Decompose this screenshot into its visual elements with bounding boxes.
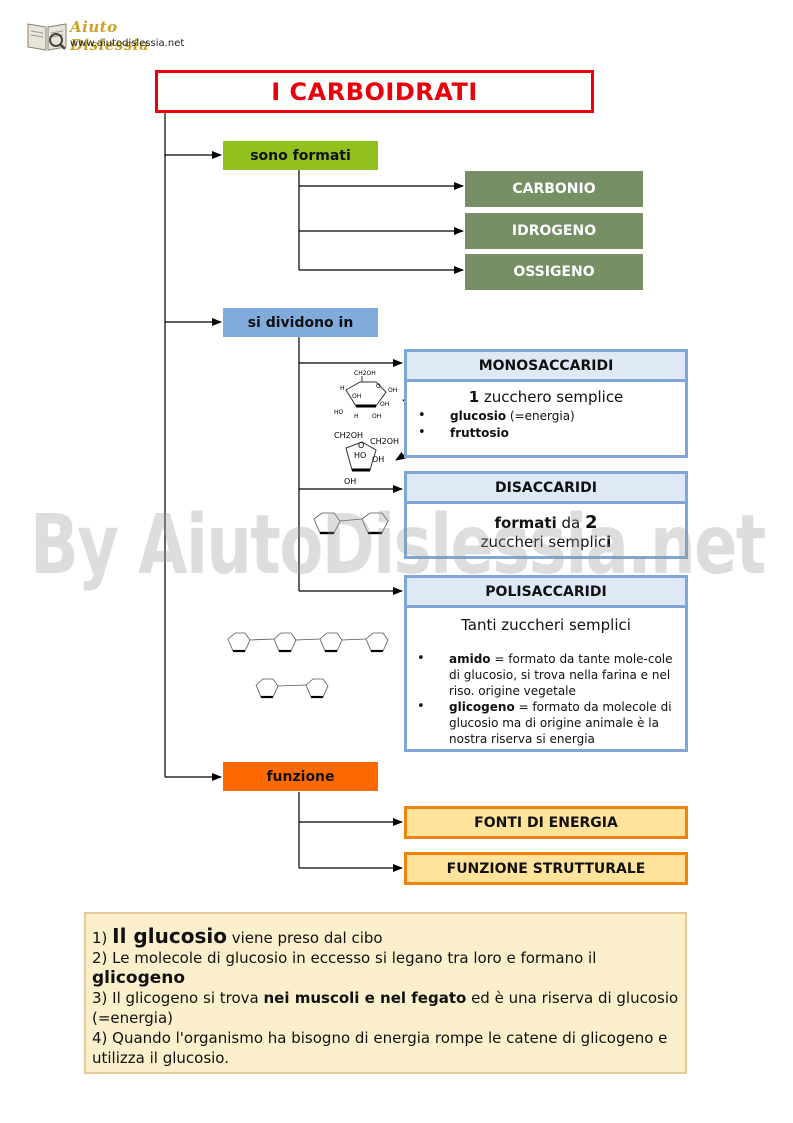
disaccaridi-da: da: [556, 514, 585, 532]
molecule-label-h: H: [340, 385, 345, 392]
element-ossigeno-label: OSSIGENO: [513, 264, 595, 280]
note-2: 2) Le molecole di glucosio in eccesso si…: [92, 948, 679, 988]
disaccaridi-line2-a: zuccheri semplic: [480, 533, 607, 551]
fructose-molecule: CH2OH CH2OH O HO OH OH: [332, 428, 404, 488]
polysaccharide-molecules: [220, 625, 400, 719]
polisaccaridi-title: POLISACCARIDI: [407, 578, 685, 608]
node-si-dividono-in: si dividono in: [223, 308, 378, 337]
list-item: fruttosio: [418, 425, 509, 441]
funzione-strutturale-label: FUNZIONE STRUTTURALE: [446, 860, 646, 877]
logo-url: www.aiutodislessia.net: [70, 38, 185, 49]
disaccaridi-num: 2: [585, 512, 598, 533]
disaccaridi-line2: zuccheri semplici: [407, 533, 685, 551]
molecule-label-ho: HO: [354, 451, 366, 460]
molecule-label-oh: OH: [380, 401, 389, 408]
logo[interactable]: Aiuto Dislessia www.aiutodislessia.net: [26, 16, 186, 54]
polisaccaridi-panel: POLISACCARIDI Tanti zuccheri semplici am…: [404, 575, 688, 752]
node-sono-formati: sono formati: [223, 141, 378, 170]
molecule-label-oh: OH: [372, 455, 384, 464]
polisaccaridi-subtitle: Tanti zuccheri semplici: [461, 616, 631, 634]
note-1-rest: viene preso dal cibo: [226, 929, 383, 947]
monosaccaridi-title: MONOSACCARIDI: [407, 352, 685, 382]
disaccaridi-title: DISACCARIDI: [407, 474, 685, 504]
element-ossigeno: OSSIGENO: [465, 254, 643, 290]
note-4: 4) Quando l'organismo ha bisogno di ener…: [92, 1029, 668, 1067]
monosaccaridi-count: 1: [468, 388, 480, 406]
molecule-label-o: O: [358, 441, 364, 450]
book-icon: [26, 18, 68, 52]
note-3-bold: nei muscoli e nel fegato: [263, 989, 467, 1007]
amido-label: amido: [449, 652, 491, 666]
note-1: 1) Il glucosio viene preso dal cibo: [92, 926, 679, 948]
element-idrogeno-label: IDROGENO: [511, 223, 597, 239]
molecule-label-oh: OH: [352, 393, 361, 400]
molecule-label-ch2oh: CH2OH: [354, 370, 376, 377]
notes-box: 1) Il glucosio viene preso dal cibo 2) L…: [84, 912, 687, 1074]
list-item: glicogeno = formato da molecole di gluco…: [417, 699, 681, 747]
disaccharide-molecule: [304, 503, 400, 551]
molecule-label-ch2oh: CH2OH: [370, 437, 399, 446]
logo-title: Aiuto Dislessia: [70, 18, 150, 54]
disaccaridi-formati: formati: [494, 514, 557, 532]
element-carbonio-label: CARBONIO: [512, 181, 596, 197]
molecule-label-oh: OH: [372, 413, 381, 420]
fonti-di-energia-label: FONTI DI ENERGIA: [474, 814, 618, 831]
node-sono-formati-label: sono formati: [250, 147, 351, 164]
monosaccaridi-desc: 1 zucchero semplice: [407, 388, 685, 406]
element-idrogeno: IDROGENO: [465, 213, 643, 249]
funzione-strutturale-box: FUNZIONE STRUTTURALE: [404, 852, 688, 885]
note-2-bold: glicogeno: [92, 968, 186, 988]
note-1-bold: Il glucosio: [112, 924, 227, 948]
glicogeno-label: glicogeno: [449, 700, 515, 714]
molecule-label-ch2oh: CH2OH: [334, 431, 363, 440]
molecule-label-ho: HO: [334, 409, 344, 416]
note-2-text: 2) Le molecole di glucosio in eccesso si…: [92, 949, 597, 967]
note-3-a: 3) Il glicogeno si trova: [92, 989, 264, 1007]
molecule-label-oh: OH: [344, 477, 356, 486]
molecule-label-h: H: [354, 413, 359, 420]
node-si-dividono-in-label: si dividono in: [247, 314, 354, 331]
page-title: I CARBOIDRATI: [155, 70, 594, 113]
monosaccaridi-desc-text: zucchero semplice: [479, 388, 624, 406]
glicogeno-desc: = formato da molecole di glucosio ma di …: [449, 700, 672, 746]
note-1-num: 1): [92, 929, 113, 947]
glucosio-label: glucosio: [450, 409, 507, 423]
disaccaridi-line2-b: i: [606, 533, 612, 551]
glucosio-note: (=energia): [506, 409, 575, 423]
disaccaridi-line1: formati da 2: [407, 512, 685, 533]
molecule-label-oh: OH: [388, 387, 397, 394]
note-3-b: ed è una riserva di glucosio (=energia): [92, 989, 679, 1027]
amido-desc: = formato da tante mole-cole di glucosio…: [449, 652, 673, 698]
disaccaridi-panel: DISACCARIDI formati da 2 zuccheri sempli…: [404, 471, 688, 559]
note-3: 3) Il glicogeno si trova nei muscoli e n…: [92, 988, 679, 1028]
page-title-text: I CARBOIDRATI: [271, 77, 478, 106]
glucose-molecule: CH2OH O OH H OH HO OH H OH: [332, 370, 402, 430]
list-item: amido = formato da tante mole-cole di gl…: [417, 651, 677, 699]
node-funzione: funzione: [223, 762, 378, 791]
molecule-label-o: O: [376, 383, 381, 390]
monosaccaridi-panel: MONOSACCARIDI 1 zucchero semplice glucos…: [404, 349, 688, 458]
fonti-di-energia-box: FONTI DI ENERGIA: [404, 806, 688, 839]
fruttosio-label: fruttosio: [450, 426, 509, 440]
element-carbonio: CARBONIO: [465, 171, 643, 207]
node-funzione-label: funzione: [266, 768, 335, 785]
list-item: glucosio (=energia): [418, 408, 575, 424]
